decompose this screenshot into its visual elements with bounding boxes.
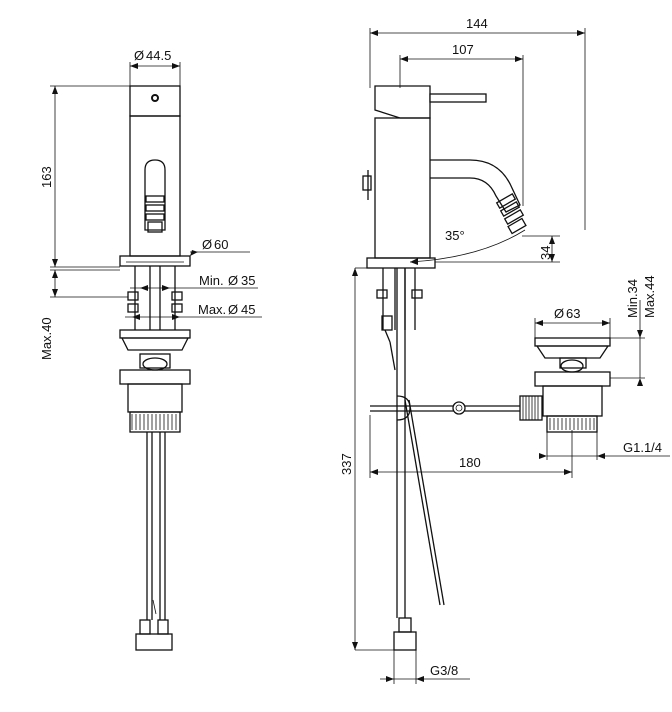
dim-max-hole-value: 45 bbox=[241, 302, 255, 317]
link-connector bbox=[519, 395, 543, 421]
dim-body-height: 163 bbox=[39, 166, 54, 188]
dim-waste-max: Max.44 bbox=[642, 275, 657, 318]
dim-base-diameter-symbol: Ø bbox=[202, 237, 212, 252]
waste-detail: Ø 63 Min.34 Max.44 bbox=[534, 275, 670, 460]
dim-max-hole-label: Max. bbox=[198, 302, 226, 317]
dim-min-hole-symbol: Ø bbox=[228, 273, 238, 288]
dim-base-diameter: 60 bbox=[214, 237, 228, 252]
dim-waste-diameter-symbol: Ø bbox=[554, 306, 564, 321]
dim-hose-length: 337 bbox=[339, 453, 354, 475]
dim-rod-length: 180 bbox=[459, 455, 481, 470]
dim-waste-min: Min.34 bbox=[625, 279, 640, 318]
dim-outlet-height: 34 bbox=[538, 246, 553, 260]
dim-max-hole-symbol: Ø bbox=[228, 302, 238, 317]
side-view: 144 107 35° 34 bbox=[339, 16, 586, 684]
dim-waste-diameter: 63 bbox=[566, 306, 580, 321]
dim-overall-reach: 144 bbox=[466, 16, 488, 31]
waste-thread-hatch bbox=[131, 414, 177, 430]
dim-angle: 35° bbox=[445, 228, 465, 243]
front-view: Ø 44.5 163 Ø 60 bbox=[39, 48, 262, 651]
aerator bbox=[495, 193, 527, 235]
dim-waste-thread: G1.1/4 bbox=[623, 440, 662, 455]
dim-lever-reach: 107 bbox=[452, 42, 474, 57]
dim-spout-diameter-symbol: Ø bbox=[134, 48, 144, 63]
dim-max-deck: Max.40 bbox=[39, 317, 54, 360]
dim-inlet-thread: G3/8 bbox=[430, 663, 458, 678]
dim-spout-diameter: 44.5 bbox=[146, 48, 171, 63]
waste-detail-thread bbox=[549, 418, 595, 430]
dim-min-hole-label: Min. bbox=[199, 273, 224, 288]
dim-min-hole-value: 35 bbox=[241, 273, 255, 288]
